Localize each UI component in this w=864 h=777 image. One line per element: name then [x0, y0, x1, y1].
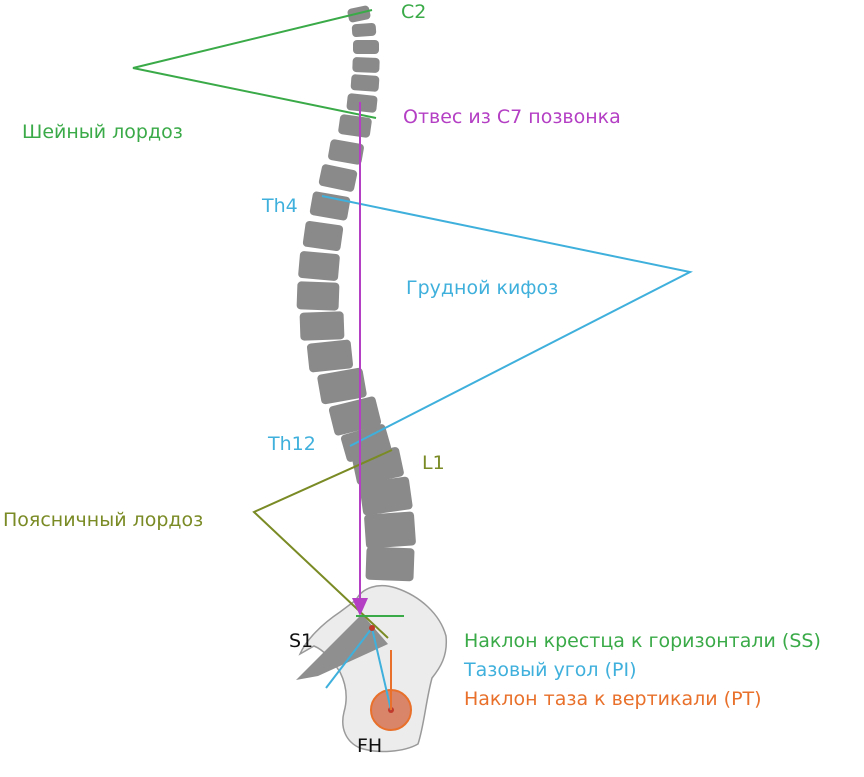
vertebra — [328, 139, 364, 165]
vertebra — [302, 220, 344, 252]
vertebra — [309, 191, 351, 221]
label-fh: FH — [357, 735, 383, 757]
vertebra — [317, 367, 367, 405]
vertebra — [299, 311, 345, 341]
vertebra — [353, 40, 379, 54]
label-s1: S1 — [289, 630, 314, 652]
vertebra — [351, 22, 377, 38]
vertebra — [318, 164, 358, 192]
sacral-endplate-midpoint — [369, 625, 375, 631]
vertebra — [338, 114, 372, 138]
label-pelvic-tilt: Наклон таза к вертикали (PT) — [464, 688, 762, 710]
vertebra — [352, 447, 404, 485]
vertebrae — [296, 5, 416, 582]
thoracic-kyphosis-lines — [321, 195, 693, 447]
vertebra — [328, 396, 382, 436]
label-l1: L1 — [422, 452, 445, 474]
label-lumbar-lordosis: Поясничный лордоз — [3, 509, 204, 531]
label-sacral-slope: Наклон крестца к горизонтали (SS) — [464, 630, 821, 652]
lumbar-lordosis-lines — [252, 449, 393, 639]
vertebra — [307, 339, 353, 373]
vertebra — [365, 546, 415, 582]
label-thoracic-kyphosis: Грудной кифоз — [406, 277, 559, 299]
label-c7-plumb: Отвес из С7 позвонка — [403, 106, 621, 128]
label-c2: C2 — [401, 1, 427, 23]
sacrum — [296, 614, 388, 680]
label-th12: Th12 — [268, 433, 316, 455]
vertebra — [359, 476, 413, 516]
vertebra — [364, 511, 416, 549]
pelvic-incidence-to-fh — [371, 627, 392, 711]
vertebra — [350, 74, 380, 92]
cervical-lordosis-lines — [132, 9, 377, 119]
vertebra — [352, 57, 380, 73]
label-th4: Th4 — [262, 195, 298, 217]
vertebra — [296, 281, 340, 311]
label-pelvic-incidence: Тазовый угол (PI) — [464, 659, 637, 681]
pelvic-incidence-perpendicular — [325, 627, 373, 689]
vertebra — [298, 251, 340, 281]
label-cervical-lordosis: Шейный лордоз — [22, 121, 183, 143]
c7-plumb-arrowhead — [352, 598, 368, 616]
vertebra — [346, 93, 378, 113]
